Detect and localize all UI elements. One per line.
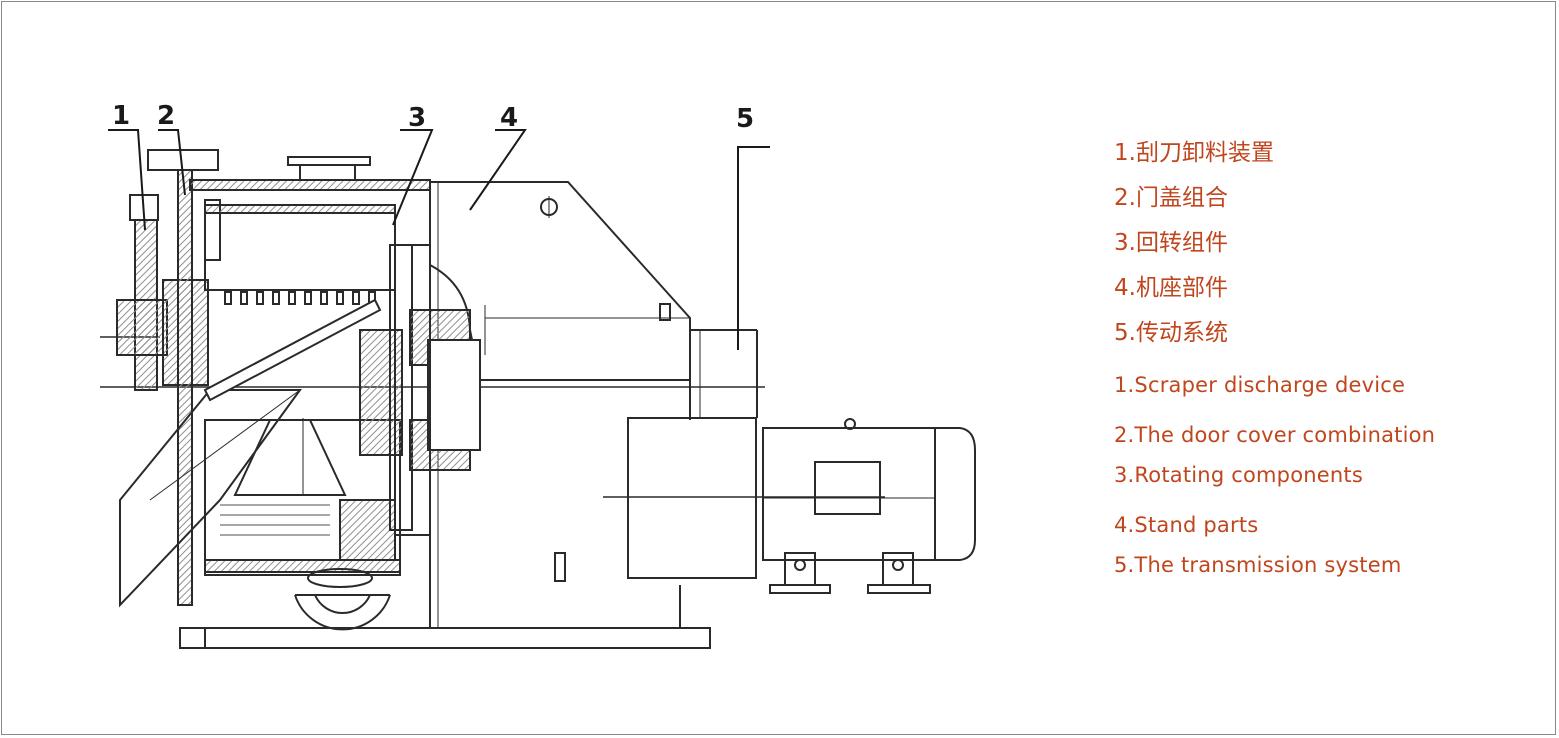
callout-3: 3 (408, 103, 426, 133)
bottom-support-wheel (294, 568, 391, 631)
legend-cn-item-5: 5.传动系统 (1114, 320, 1228, 346)
base-plate (179, 585, 711, 649)
callout-1: 1 (112, 101, 130, 131)
transmission-housing (554, 329, 758, 582)
legend-en-item-1: 1.Scraper discharge device (1114, 373, 1406, 397)
electric-motor (762, 418, 976, 594)
basket-slots (220, 504, 330, 536)
legend-cn-item-1: 1.刮刀卸料装置 (1114, 140, 1274, 166)
legend-en-item-5: 5.The transmission system (1114, 553, 1402, 577)
legend-cn-item-4: 4.机座部件 (1114, 275, 1228, 301)
leader-lines (108, 129, 770, 350)
legend-en-item-2: 2.The door cover combination (1114, 423, 1436, 447)
feed-pipe (287, 156, 371, 181)
drum-teeth (224, 291, 376, 305)
callout-5: 5 (736, 104, 754, 134)
callout-2: 2 (157, 101, 175, 131)
legend-en-item-3: 3.Rotating components (1114, 463, 1363, 487)
callout-4: 4 (500, 103, 518, 133)
door-cover-assembly (116, 149, 431, 606)
centerlines (100, 336, 885, 498)
legend-cn-item-2: 2.门盖组合 (1114, 185, 1228, 211)
legend-en-item-4: 4.Stand parts (1114, 513, 1259, 537)
scraper-chute (119, 298, 382, 608)
main-shaft-bearings (394, 244, 481, 536)
legend-cn-item-3: 3.回转组件 (1114, 230, 1228, 256)
callout-numbers: 1 2 3 4 5 (112, 101, 754, 134)
